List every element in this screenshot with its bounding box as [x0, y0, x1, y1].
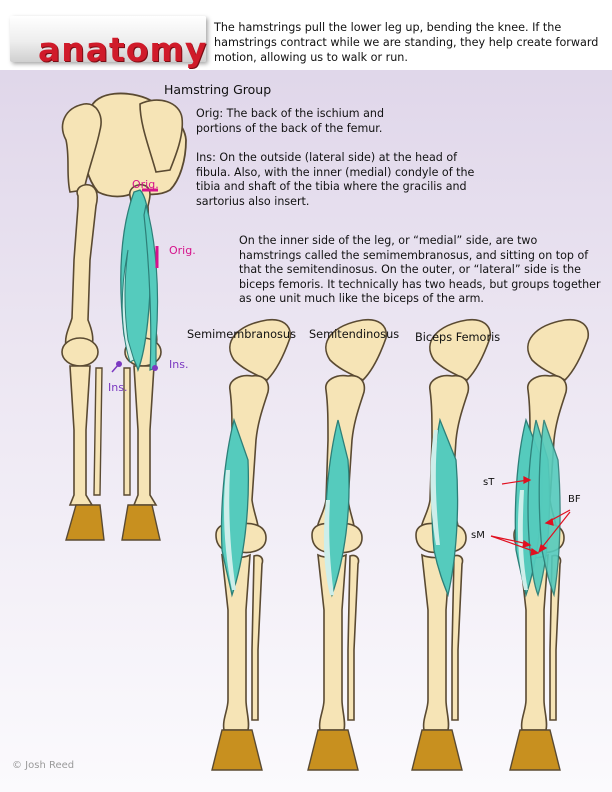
label-biceps-femoris: Biceps Femoris — [415, 331, 501, 344]
label-ins-1: Ins. — [108, 381, 128, 394]
label-ins-2: Ins. — [169, 358, 189, 371]
logo: anatomy — [10, 16, 206, 69]
leg-semitendinosus — [307, 318, 388, 771]
callout-sm: sM — [471, 530, 485, 541]
left-femur — [64, 183, 98, 347]
main-skeleton — [61, 92, 187, 541]
left-knee — [61, 337, 99, 367]
copyright: © Josh Reed — [12, 760, 75, 771]
left-tibia — [68, 365, 94, 506]
sm-arrow-1 — [490, 535, 529, 545]
bf-arrowhead-2 — [538, 544, 548, 554]
callout-bf: BF — [568, 494, 581, 505]
insertion-text: Ins: On the outside (lateral side) at th… — [196, 151, 475, 208]
insertion-line — [111, 363, 120, 373]
left-foot — [65, 504, 105, 541]
right-tibia — [132, 365, 158, 506]
sm-arrowhead-1 — [522, 539, 532, 548]
right-fibula — [123, 367, 131, 496]
right-foot — [121, 504, 161, 541]
leg-combined — [509, 318, 590, 771]
sm-arrowhead-2 — [530, 547, 540, 556]
callout-st: sT — [483, 477, 495, 488]
medial-lateral-text: On the inner side of the leg, or “medial… — [239, 234, 601, 305]
sm-arrow-2 — [490, 535, 537, 553]
left-fibula — [93, 367, 103, 496]
insertion-marker-2 — [152, 365, 158, 371]
right-ilium — [139, 99, 184, 173]
label-semimembranosus: Semimembranosus — [187, 328, 296, 341]
logo-text: anatomy — [38, 30, 208, 69]
st-arrowhead — [523, 476, 532, 484]
label-semitendinosus: Semitendinosus — [309, 328, 400, 341]
main-biceps-femoris — [143, 204, 159, 371]
label-orig-2: Orig. — [169, 244, 196, 257]
bf-arrowhead-1 — [544, 517, 554, 526]
label-orig-1: Orig. — [132, 178, 159, 191]
section-title: Hamstring Group — [164, 82, 272, 97]
left-ilium — [61, 103, 102, 193]
leg-biceps-femoris — [411, 318, 492, 771]
main-tendon — [121, 249, 135, 363]
callout-arrows — [490, 476, 571, 556]
bf-arrow-2 — [539, 511, 571, 551]
origin-text: Orig: The back of the ischium and portio… — [196, 107, 384, 135]
intro-text: The hamstrings pull the lower leg up, be… — [214, 21, 599, 64]
leg-semimembranosus — [211, 318, 292, 771]
